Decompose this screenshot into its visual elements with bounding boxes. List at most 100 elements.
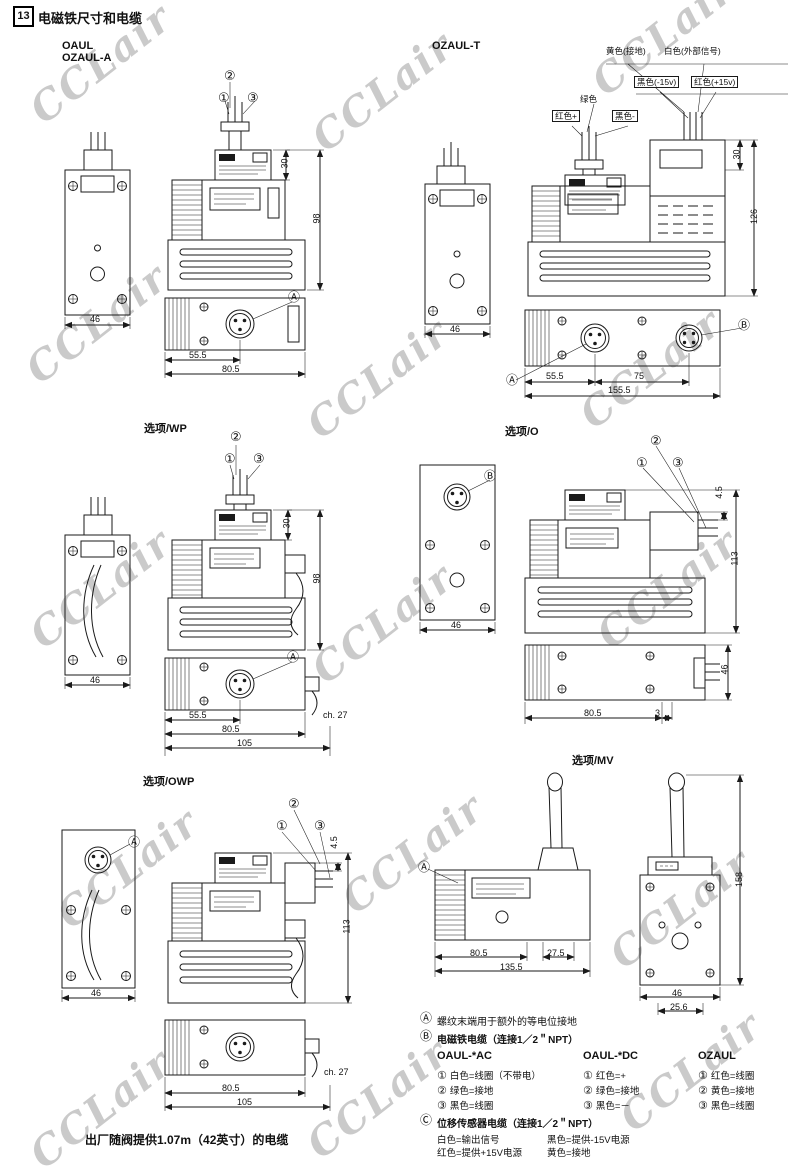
dim-80-5-label: 80.5 [222,724,240,734]
dim-80-5-label: 80.5 [222,364,240,374]
o-title: 选项/O [505,426,539,438]
item-number: ② [437,1085,447,1097]
marker-b: Ⓑ [484,469,497,483]
callout-3: ③ [247,90,259,105]
callout-1: ① [224,451,236,466]
dim-135-5-label: 135.5 [500,962,523,972]
callout-3: ③ [672,455,684,470]
item-number: ① [437,1070,447,1082]
note-a-text: 螺纹末端用于额外的等电位接地 [437,1017,577,1028]
ozaul-t-drawing [424,63,788,400]
dim-55-5-label: 55.5 [546,371,564,381]
item-text: 绿色=接地 [595,1086,640,1097]
wire-label-black-15v: 黑色(-15v) [634,76,680,89]
item-number: ② [583,1085,593,1097]
dim-126-label: 126 [749,208,760,225]
callout-3: ③ [314,818,326,833]
dim-98-label: 98 [311,573,322,584]
legend-col-oaul-dc-title: OAUL-*DC [583,1050,638,1062]
marker-a: Ⓐ [418,860,431,874]
dim-4-5-label: 4.5 [713,486,724,499]
sensor-line: 黑色=提供-15V电源 [547,1135,630,1146]
dim-98-label: 98 [311,213,322,224]
note-c-text: 位移传感器电缆（连接1／2＂NPT） [437,1119,599,1130]
dim-80-5-label: 80.5 [584,708,602,718]
oaul-title-2: OZAUL-A [62,52,112,64]
owp-drawing [61,809,352,1111]
marker-a: Ⓐ [287,650,300,664]
owp-title: 选项/OWP [143,776,195,788]
legend-col-ozaul-title: OZAUL [698,1050,736,1062]
section-owp: 选项/OWP ② ① ③ Ⓐ 4.5 113 46 ch. 27 80.5 10… [40,768,380,1118]
dim-105-label: 105 [237,738,253,748]
item-number: ③ [583,1100,593,1112]
item-text: 红色=线圈 [710,1071,755,1082]
dim-46-label: 46 [451,620,462,630]
dim-27-5-label: 27.5 [547,948,565,958]
dim-side-46-label: 46 [719,664,730,675]
dim-75-label: 75 [634,371,645,381]
item-number: ① [698,1070,708,1082]
callout-2: ② [230,429,242,444]
footer-note: 出厂随阀提供1.07m（42英寸）的电缆 [85,1133,289,1147]
item-text: 黄色=接地 [710,1086,755,1097]
marker-c: Ⓒ [420,1113,433,1127]
section-o: 选项/O ② ① ③ Ⓑ 46 4.5 113 46 80.5 3 [410,420,790,732]
section-oaul: OAUL OZAUL-A ② ① ③ 30 98 46 Ⓐ 55.5 80.5 [40,36,340,406]
item-text: 白色=线圈（不带电） [449,1071,541,1082]
callout-1: ① [636,455,648,470]
sensor-line: 黄色=接地 [547,1148,591,1159]
callout-2: ② [650,433,662,448]
note-b-text: 电磁铁电缆（连接1／2＂NPT） [437,1035,579,1046]
callout-1: ① [218,90,230,105]
item-number: ① [583,1070,593,1082]
dim-46-label: 46 [90,675,101,685]
wire-label-green: 绿色 [580,94,598,104]
dim-155-5-label: 155.5 [608,385,631,395]
callout-1: ① [276,818,288,833]
dim-80-5-label: 80.5 [470,948,488,958]
callout-2: ② [224,68,236,83]
item-text: 绿色=接地 [449,1086,494,1097]
mv-drawing [427,772,744,1015]
wire-label-red-plus: 红色+ [552,110,580,123]
marker-a: Ⓐ [288,290,301,304]
wp-title: 选项/WP [144,423,187,435]
oaul-title-1: OAUL [62,40,94,52]
oaul-drawing [64,82,324,378]
dim-158-label: 158 [734,871,745,888]
section-ozaul-t: OZAUL-T 黄色(接地) 白色(外部信号) 黑色(-15v) 红色(+15v… [410,36,790,406]
wp-drawing [64,445,331,756]
page-number-box: 13 [13,6,34,27]
marker-b: Ⓑ [420,1029,433,1043]
sensor-line: 红色=提供+15V电源 [437,1148,522,1159]
item-text: 黑色=线圈 [710,1101,755,1112]
wire-label-yellow: 黄色(接地) [606,46,646,56]
marker-a: Ⓐ [128,835,141,849]
dim-46-label: 46 [90,314,101,324]
dim-3-label: 3 [655,708,661,718]
dim-30-label: 30 [279,158,290,169]
wire-label-black-minus: 黑色- [612,110,638,123]
marker-a: Ⓐ [420,1011,433,1025]
ozaul-t-title: OZAUL-T [432,40,481,52]
page-title: 电磁铁尺寸和电缆 [38,11,143,26]
dim-113-label: 113 [341,919,352,934]
mv-title: 选项/MV [572,755,614,767]
callout-2: ② [288,796,300,811]
dim-30-label: 30 [281,518,292,529]
marker-b: Ⓑ [738,318,751,332]
item-text: 黑色=－ [595,1101,630,1112]
dim-ch27-label: ch. 27 [323,710,348,720]
item-text: 黑色=线圈 [449,1101,494,1112]
section-mv: 选项/MV Ⓐ 80.5 27.5 135.5 158 46 25.6 [410,745,790,1045]
dim-105-label: 105 [237,1097,253,1107]
